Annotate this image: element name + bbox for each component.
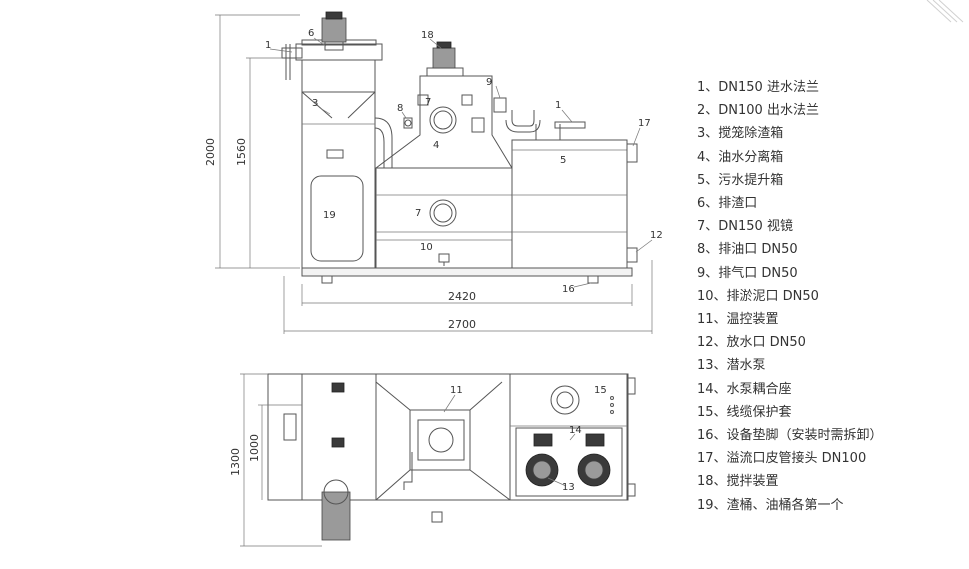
foot-left	[321, 275, 333, 284]
legend-item-3: 3、搅笼除渣箱	[697, 126, 784, 142]
callout-numbers: 1 6 3 19 18 9 8 7 4 7 10 1 5 17 12 16 11…	[265, 28, 663, 493]
callout-4: 4	[433, 140, 439, 151]
legend-item-9: 9、排气口 DN50	[697, 265, 798, 281]
legend-item-1: 1、DN150 进水法兰	[697, 80, 819, 95]
callout-6: 6	[308, 28, 314, 39]
legend-item-11: 11、温控装置	[697, 312, 779, 328]
dim-height-total: 2000	[204, 138, 217, 166]
top-view	[267, 373, 636, 541]
legend-item-16: 16、设备垫脚（安装时需拆卸）	[697, 428, 883, 444]
legend-item-8: 8、排油口 DN50	[697, 242, 798, 258]
callout-leaders	[269, 37, 653, 487]
callout-16: 16	[562, 284, 575, 295]
legend-item-12: 12、放水口 DN50	[697, 335, 806, 351]
legend-item-2: 2、DN100 出水法兰	[697, 103, 819, 119]
dim-length-inner: 2420	[448, 290, 476, 303]
legend-item-6: 6、排渣口	[697, 196, 758, 212]
slag-box	[301, 59, 376, 269]
motor-6	[321, 17, 347, 43]
dim-height-inlet: 1560	[235, 138, 248, 166]
callout-9: 9	[486, 77, 492, 88]
legend-item-4: 4、油水分离箱	[697, 149, 784, 165]
sight-glass-mid	[429, 199, 457, 227]
legend-item-19: 19、渣桶、油桶各第一个	[697, 497, 844, 513]
parts-legend: 1、DN150 进水法兰 2、DN100 出水法兰 3、搅笼除渣箱 4、油水分离…	[697, 76, 957, 517]
callout-17: 17	[638, 118, 651, 129]
corner-decoration	[926, 0, 964, 23]
callout-12: 12	[650, 230, 663, 241]
callout-3: 3	[312, 98, 318, 109]
dim-width-inner: 1000	[248, 434, 261, 462]
legend-item-10: 10、排淤泥口 DN50	[697, 288, 819, 304]
dim-width-total: 1300	[229, 448, 242, 476]
lift-box	[511, 139, 628, 269]
legend-item-15: 15、线缆保护套	[697, 404, 792, 420]
callout-5: 5	[560, 155, 566, 166]
callout-14: 14	[569, 425, 582, 436]
callout-1-outlet: 1	[555, 100, 561, 111]
callout-8: 8	[397, 103, 403, 114]
callout-13: 13	[562, 482, 575, 493]
callout-10: 10	[420, 242, 433, 253]
base-frame	[301, 267, 633, 277]
legend-item-13: 13、潜水泵	[697, 358, 766, 374]
slag-bucket	[310, 175, 364, 262]
foot-right	[587, 275, 599, 284]
separator-hood	[375, 75, 513, 169]
legend-item-18: 18、搅拌装置	[697, 474, 779, 490]
separator-box	[375, 167, 513, 269]
dimension-lines	[215, 14, 653, 547]
callout-1-inlet: 1	[265, 40, 271, 51]
callout-19: 19	[323, 210, 336, 221]
callout-15: 15	[594, 385, 607, 396]
callout-11: 11	[450, 385, 463, 396]
legend-item-14: 14、水泵耦合座	[697, 381, 792, 397]
sight-glass-top	[429, 106, 457, 134]
callout-7-mid: 7	[415, 208, 421, 219]
callout-7-top: 7	[425, 97, 431, 108]
dim-length-total: 2700	[448, 318, 476, 331]
legend-item-17: 17、溢流口皮管接头 DN100	[697, 451, 867, 467]
stirrer-motor	[432, 47, 456, 69]
legend-item-5: 5、污水提升箱	[697, 172, 784, 188]
legend-item-7: 7、DN150 视镜	[697, 219, 793, 235]
front-view	[281, 11, 638, 284]
callout-18: 18	[421, 30, 434, 41]
dimension-labels: 2000 1560 2420 2700 1000 1300	[204, 138, 476, 476]
